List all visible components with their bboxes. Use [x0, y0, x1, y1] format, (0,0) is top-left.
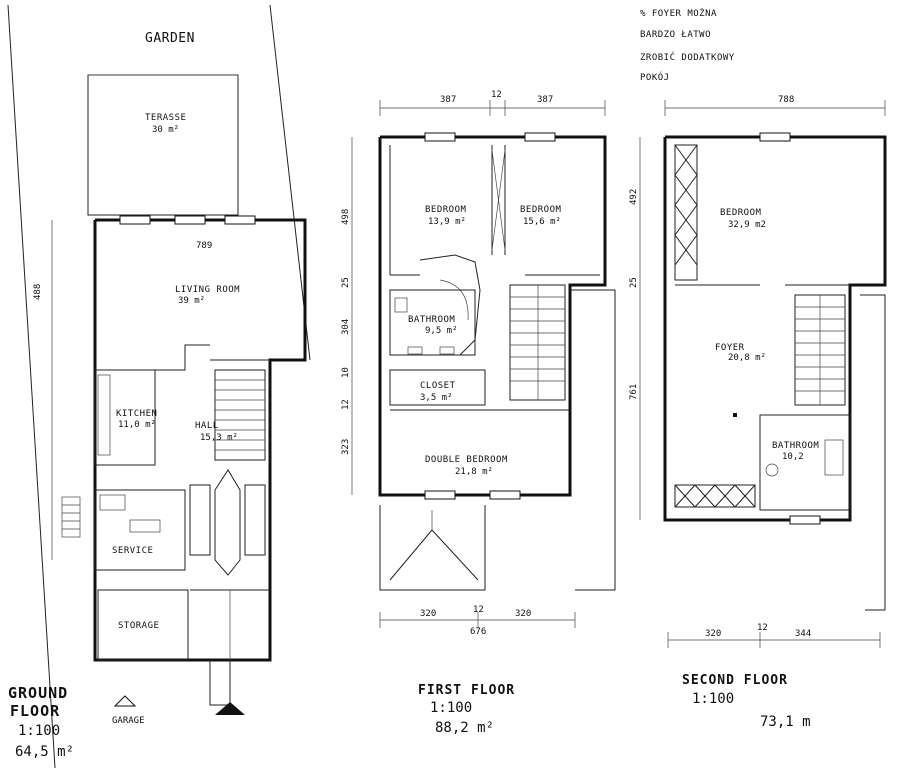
second-stairs — [794, 294, 846, 406]
kitchen-outline — [94, 369, 156, 466]
second-bedroom-label: BEDROOM — [720, 208, 762, 218]
note-line-4: POKÓJ — [640, 71, 670, 83]
first-bathroom-label: BATHROOM — [408, 315, 455, 325]
second-dim-bottom-a: 320 — [705, 629, 721, 639]
kitchen-area: 11,0 m² — [118, 420, 156, 430]
ground-floor-plan: GARDEN TERASSE 30 m² LIVING ROOM 39 m² K… — [7, 4, 311, 768]
living-room-label: LIVING ROOM — [175, 285, 240, 295]
first-dim-bottom-b: 12 — [473, 605, 484, 615]
entry-arrow-icon — [215, 702, 245, 715]
first-dim-bottom-c: 320 — [515, 609, 531, 619]
kitchen-label: KITCHEN — [116, 409, 157, 419]
second-bathroom-area: 10,2 — [782, 452, 804, 462]
first-floor-scale: 1:100 — [430, 700, 472, 716]
closet-label: CLOSET — [420, 381, 456, 391]
ground-stairs — [214, 369, 266, 461]
ground-dim-top: 789 — [196, 241, 212, 251]
note-line-3: ZROBIĆ DODATKOWY — [640, 51, 735, 63]
foyer-area: 20,8 m² — [728, 353, 766, 363]
first-bedroom-1-area: 13,9 m² — [428, 217, 466, 227]
foyer-label: FOYER — [715, 343, 745, 353]
closet-area: 3,5 m² — [420, 393, 453, 403]
first-bedroom-2-label: BEDROOM — [520, 205, 562, 215]
first-bathroom-area: 9,5 m² — [425, 326, 458, 336]
double-bedroom-label: DOUBLE BEDROOM — [425, 455, 508, 465]
note-line-2: BARDZO ŁATWO — [640, 30, 711, 40]
storage-label: STORAGE — [118, 621, 159, 631]
first-stairs — [509, 284, 566, 401]
second-dim-left-1: 492 — [629, 189, 639, 205]
ground-floor-scale: 1:100 — [18, 723, 60, 739]
first-dim-left-1: 498 — [341, 209, 351, 225]
first-dim-left-6: 323 — [341, 439, 351, 455]
first-floor-title: FIRST FLOOR — [418, 683, 515, 698]
first-dim-left-2: 25 — [341, 277, 351, 288]
second-bathroom-outline — [759, 414, 851, 511]
second-floor-outline — [663, 135, 887, 522]
first-dim-top-a: 387 — [440, 95, 456, 105]
roof-window-left — [674, 144, 698, 281]
hall-area: 15,3 m² — [200, 433, 238, 443]
garden-label: GARDEN — [145, 31, 195, 46]
garage-label: GARAGE — [112, 716, 145, 726]
hall-label: HALL — [195, 421, 219, 431]
handwritten-notes: % FOYER MOŻNA BARDZO ŁATWO ZROBIĆ DODATK… — [640, 8, 735, 83]
garage-triangle-icon — [113, 695, 137, 707]
first-dim-top-c: 387 — [537, 95, 553, 105]
first-floor-area: 88,2 m² — [435, 720, 494, 736]
first-dim-left-3: 304 — [341, 319, 351, 335]
first-bedroom-1-label: BEDROOM — [425, 205, 467, 215]
first-bathroom-outline — [389, 289, 476, 356]
first-floor-outline — [378, 135, 607, 497]
terrace-label: TERASSE — [145, 113, 186, 123]
second-floor-area: 73,1 m — [760, 714, 811, 730]
service-outline — [94, 489, 186, 571]
roof-window-bottom — [674, 484, 756, 508]
second-bathroom-label: BATHROOM — [772, 441, 819, 451]
service-label: SERVICE — [112, 546, 153, 556]
ground-floor-area: 64,5 m² — [15, 744, 74, 760]
first-dim-left-5: 12 — [341, 399, 351, 410]
ground-floor-title-1: GROUND — [8, 684, 68, 702]
living-room-area: 39 m² — [178, 296, 205, 306]
closet-outline — [389, 369, 486, 406]
first-dim-bottom-total: 676 — [470, 627, 486, 637]
second-floor-scale: 1:100 — [692, 691, 734, 707]
storage-outline — [97, 589, 189, 661]
first-bedroom-2-area: 15,6 m² — [523, 217, 561, 227]
double-bedroom-area: 21,8 m² — [455, 467, 493, 477]
terrace-area: 30 m² — [152, 125, 179, 135]
second-floor-title: SECOND FLOOR — [682, 673, 788, 688]
first-floor-plan: BEDROOM 13,9 m² BEDROOM 15,6 m² BATHROOM… — [341, 90, 616, 736]
note-line-1: % FOYER MOŻNA — [640, 8, 717, 19]
ground-floor-title-2: FLOOR — [10, 702, 60, 720]
first-dim-left-4: 10 — [341, 367, 351, 378]
second-bedroom-area: 32,9 m2 — [728, 220, 766, 230]
second-dim-bottom-c: 344 — [795, 629, 811, 639]
first-dim-bottom-a: 320 — [420, 609, 436, 619]
terrace-outline — [87, 74, 239, 216]
ground-dim-left: 488 — [33, 284, 43, 300]
second-floor-plan: BEDROOM 32,9 m2 FOYER 20,8 m² BATHROOM 1… — [629, 95, 887, 730]
second-dim-top: 788 — [778, 95, 794, 105]
second-dim-left-2: 25 — [629, 277, 639, 288]
second-dim-bottom-b: 12 — [757, 623, 768, 633]
first-dim-top-b: 12 — [491, 90, 502, 100]
second-dim-left-3: 761 — [629, 384, 639, 400]
